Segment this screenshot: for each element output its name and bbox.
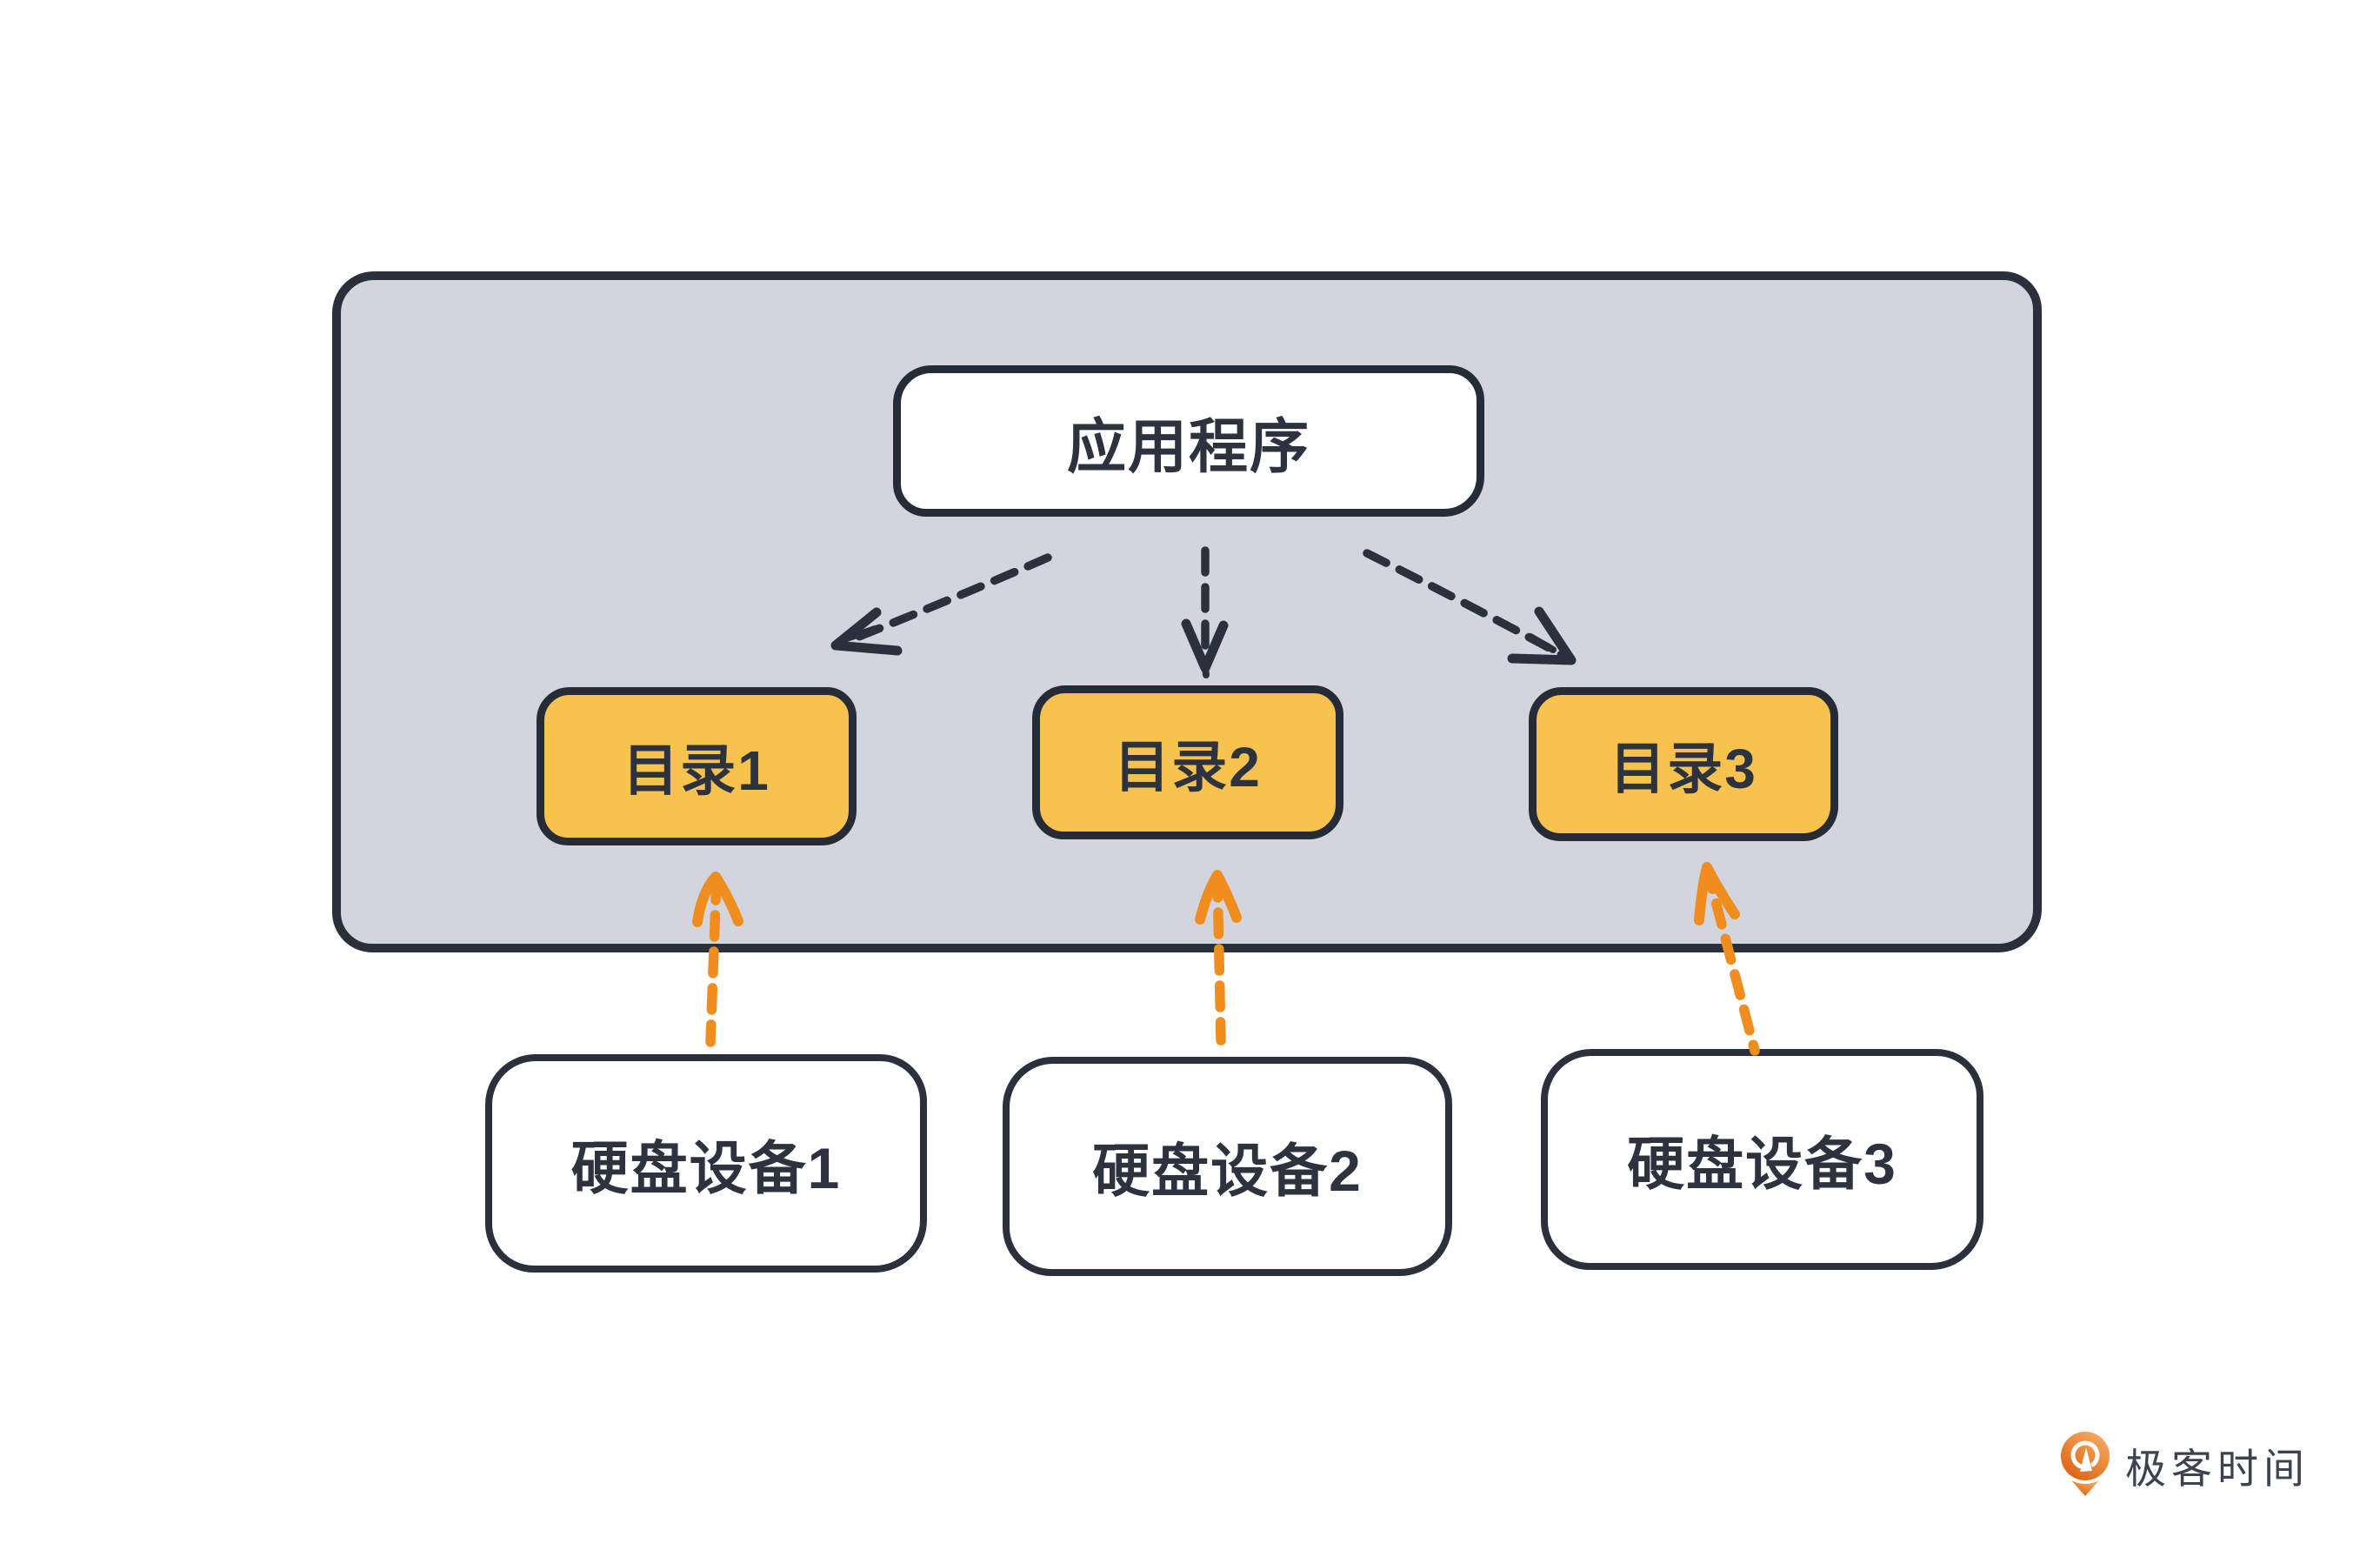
node-directory-1: 目录1 [537,687,857,845]
node-disk-1: 硬盘设备1 [485,1054,927,1273]
node-application: 应用程序 [893,365,1484,517]
geektime-logo-text: 极客时间 [2125,1445,2310,1492]
directory-3-label: 目录3 [1610,737,1757,800]
directory-2-label: 目录2 [1114,735,1262,798]
application-label: 应用程序 [1066,413,1310,480]
node-directory-3: 目录3 [1529,687,1838,841]
node-disk-2: 硬盘设备2 [1003,1057,1452,1276]
node-disk-3: 硬盘设备3 [1541,1049,1983,1270]
geektime-logo: 极客时间 [2057,1430,2310,1500]
disk-1-label: 硬盘设备1 [570,1135,842,1200]
geektime-logo-icon [2061,1432,2110,1496]
disk-2-label: 硬盘设备2 [1092,1139,1363,1203]
node-directory-2: 目录2 [1032,685,1343,839]
disk-3-label: 硬盘设备3 [1627,1132,1897,1196]
directory-1-label: 目录1 [623,739,770,802]
